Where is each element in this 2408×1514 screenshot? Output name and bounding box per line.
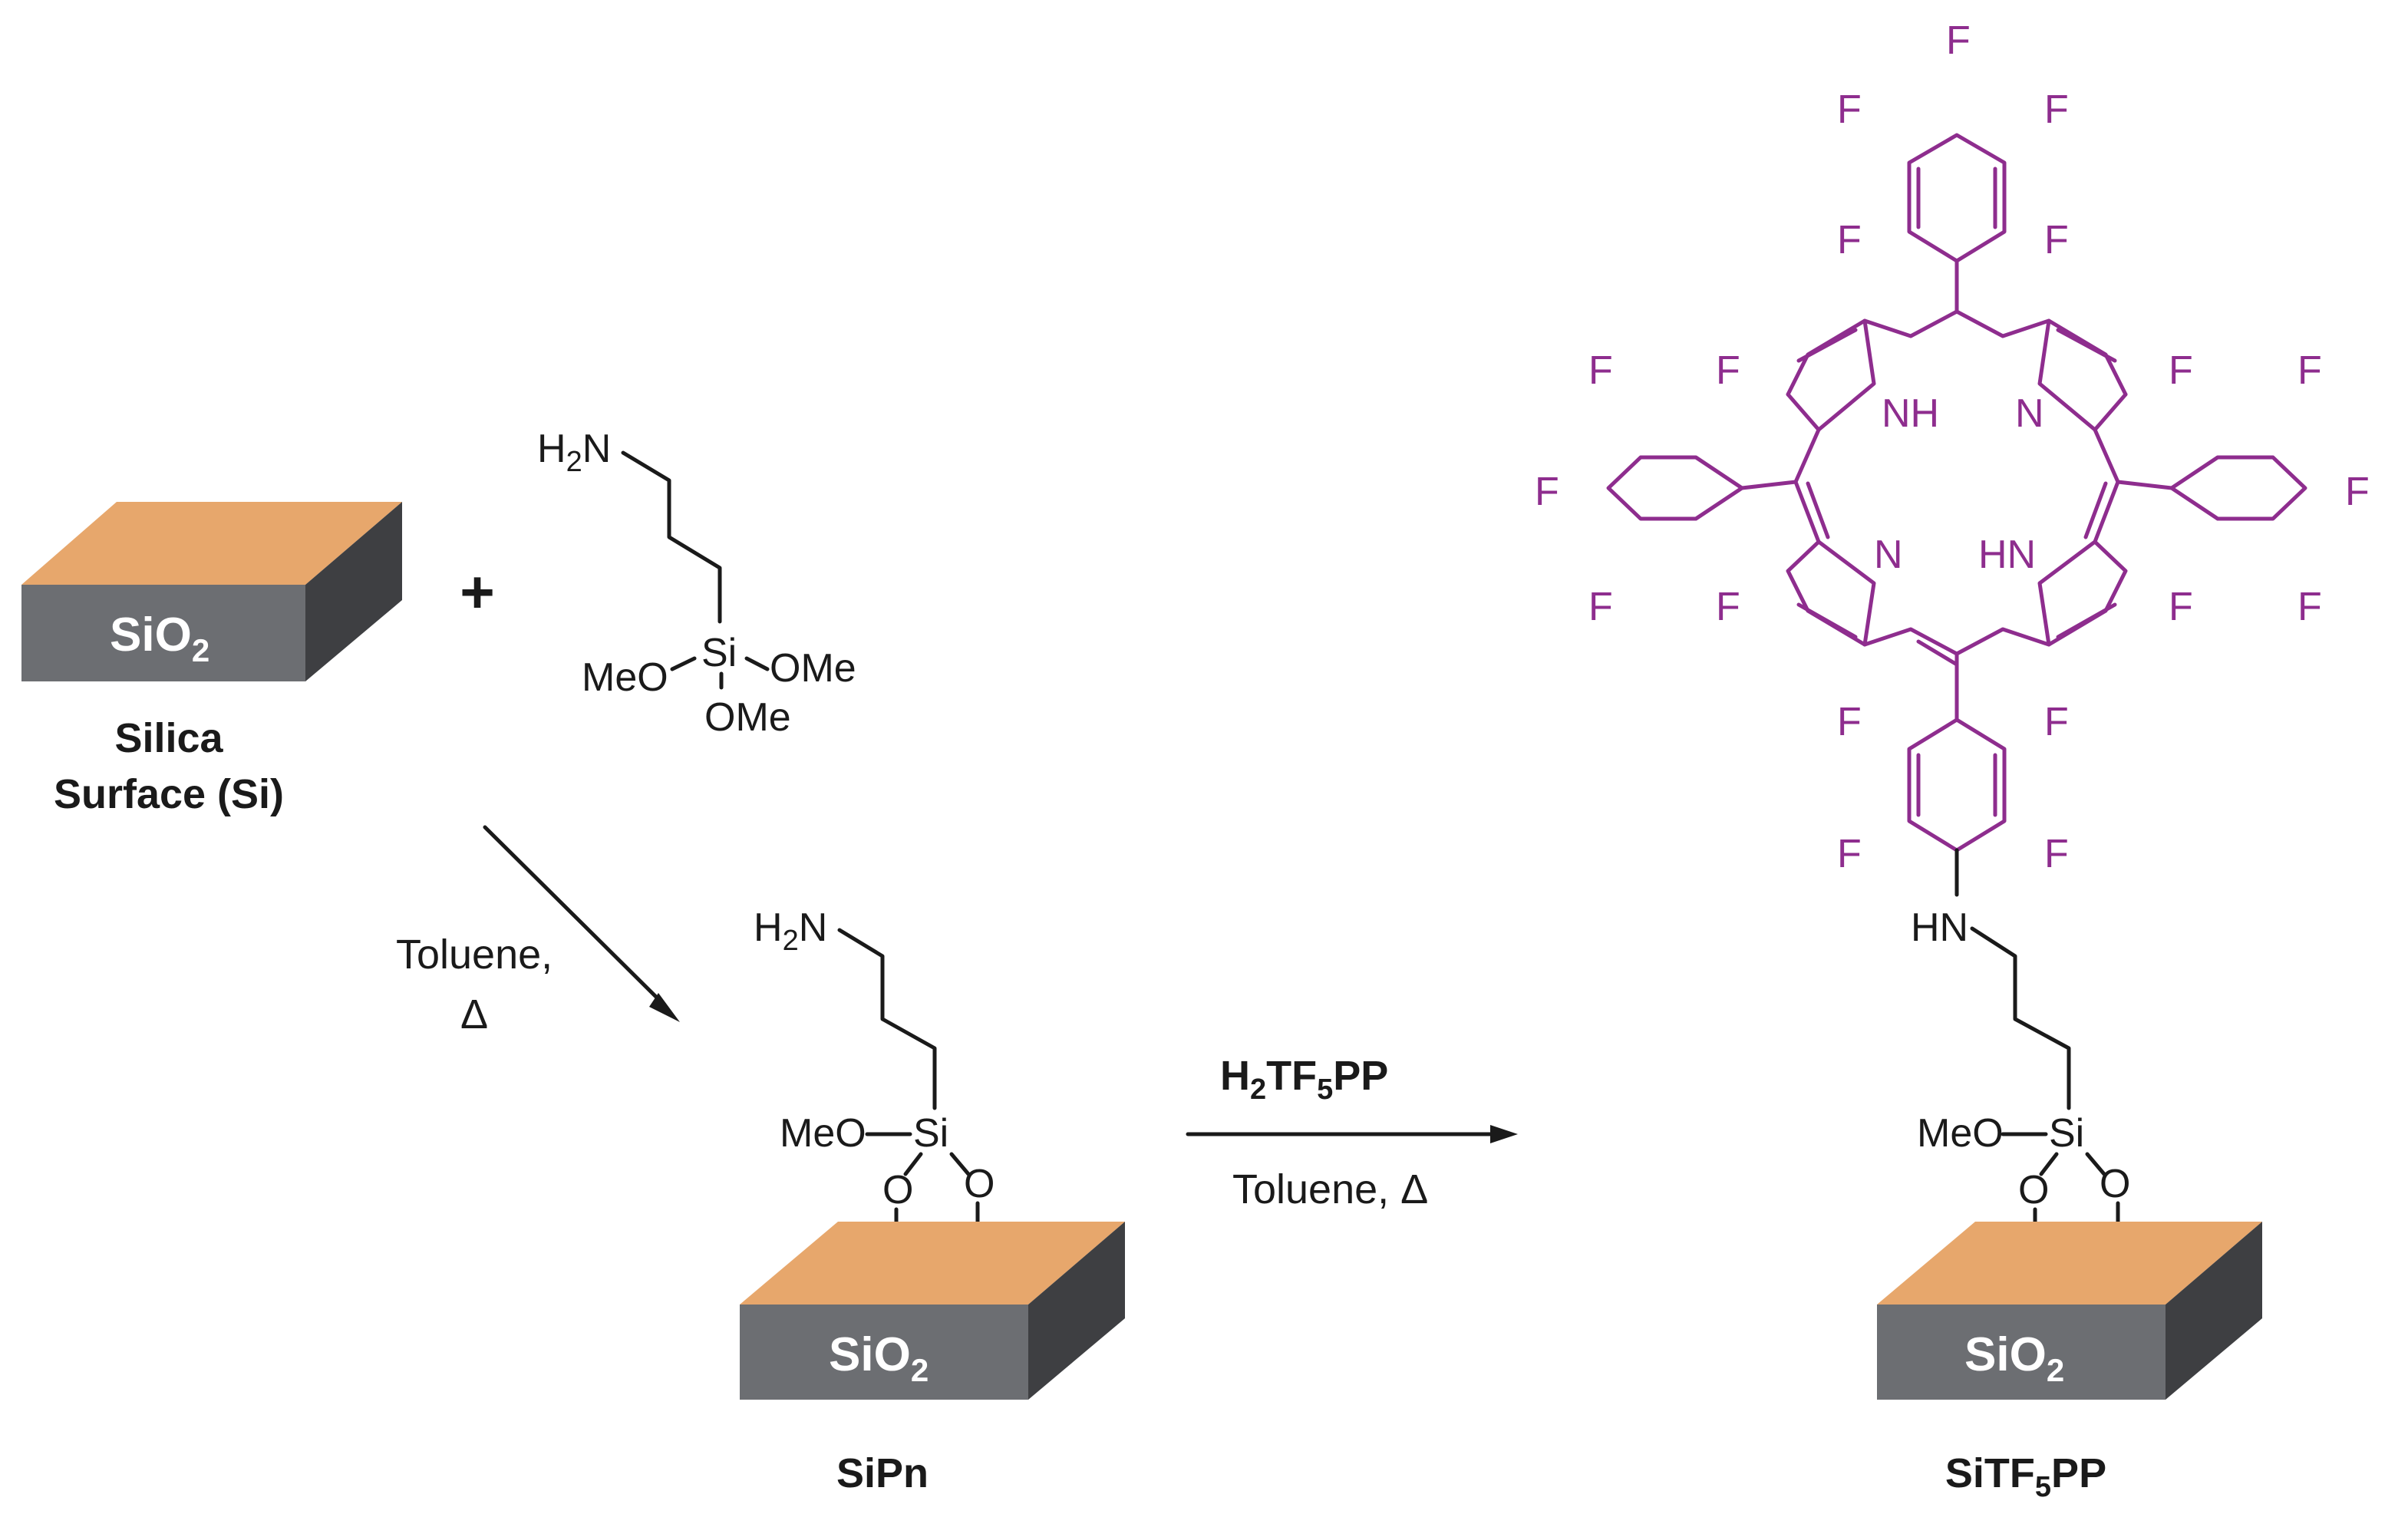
svg-text:F: F xyxy=(1837,218,1862,262)
aptms-ome-left: MeO xyxy=(582,655,668,700)
svg-text:O: O xyxy=(2018,1168,2049,1212)
aptms-si: Si xyxy=(701,631,737,675)
reaction-arrow-2 xyxy=(1186,1125,1518,1143)
sipn-label: SiPn xyxy=(836,1450,929,1496)
aptms-propyl-chain xyxy=(621,450,722,624)
product-slab: SiO2 xyxy=(1877,1222,2262,1400)
svg-text:F: F xyxy=(1588,585,1613,629)
product-si: Si xyxy=(2049,1111,2084,1156)
svg-text:F: F xyxy=(1588,348,1613,393)
step1-reagent: Toluene, xyxy=(396,932,553,978)
product-hn: HN xyxy=(1911,905,1968,950)
aptms-bond-o-left xyxy=(670,656,697,671)
sipn-si: Si xyxy=(913,1111,948,1156)
aptms-h2n: H2N xyxy=(537,427,611,478)
svg-text:F: F xyxy=(1837,700,1862,744)
product-slab-label: SiO2 xyxy=(1964,1328,2064,1388)
sipn-propyl-chain xyxy=(837,928,937,1110)
slab-top-face xyxy=(21,502,402,585)
svg-text:F: F xyxy=(2044,700,2069,744)
svg-text:F: F xyxy=(1716,348,1740,393)
sipn-bond-o2 xyxy=(949,1152,971,1176)
step1-condition: Δ xyxy=(460,991,488,1037)
sipn-slab-label: SiO2 xyxy=(829,1328,929,1388)
sipn-bond-o1 xyxy=(903,1152,923,1176)
sipn-h2n: H2N xyxy=(754,905,827,957)
svg-text:O: O xyxy=(2100,1162,2130,1206)
porphyrin-n-left: N xyxy=(1874,533,1903,577)
slab-side-face xyxy=(305,502,402,681)
plus-sign: + xyxy=(460,558,495,625)
svg-text:F: F xyxy=(2169,585,2193,629)
porphyrin-nh: NH xyxy=(1882,391,1939,436)
product-meo: MeO xyxy=(1917,1111,2004,1156)
sipn-o2: O xyxy=(964,1162,995,1206)
silica-slab: SiO2 xyxy=(21,502,402,681)
svg-text:F: F xyxy=(2044,218,2069,262)
svg-text:F: F xyxy=(1946,18,1971,63)
aptms-ome-bottom: OMe xyxy=(704,695,791,740)
svg-text:F: F xyxy=(1837,832,1862,876)
sipn-meo: MeO xyxy=(780,1111,866,1156)
svg-text:F: F xyxy=(2044,832,2069,876)
sipn-slab: SiO2 xyxy=(740,1222,1125,1400)
svg-text:F: F xyxy=(2345,470,2370,514)
svg-text:F: F xyxy=(1716,585,1740,629)
silica-label-line1: Silica xyxy=(114,715,223,761)
svg-text:F: F xyxy=(2297,348,2322,393)
aptms-ome-right: OMe xyxy=(770,646,856,691)
porphyrin-hn: HN xyxy=(1978,533,2036,577)
sipn-molecule: H2N MeO Si O O xyxy=(754,905,995,1258)
porphyrin: NH N N HN F F F F F F F F F F F F F F F xyxy=(1535,18,2370,876)
slab-front-face xyxy=(21,585,305,681)
svg-text:F: F xyxy=(2297,585,2322,629)
product-linker: HN MeO Si O O xyxy=(1911,848,2130,1258)
svg-text:F: F xyxy=(2044,87,2069,132)
slab-label: SiO2 xyxy=(110,609,209,668)
step2-reagent: H2TF5PP xyxy=(1220,1053,1388,1106)
product-label: SiTF5PP xyxy=(1945,1450,2106,1503)
porphyrin-n-right: N xyxy=(2015,391,2044,436)
aptms-molecule: H2N Si MeO OMe OMe xyxy=(537,427,856,740)
svg-text:F: F xyxy=(2169,348,2193,393)
sipn-o1: O xyxy=(882,1168,913,1212)
step2-condition: Toluene, Δ xyxy=(1232,1166,1428,1212)
aptms-bond-o-right xyxy=(744,656,770,671)
svg-text:F: F xyxy=(1535,470,1559,514)
reaction-arrow-1 xyxy=(483,825,680,1022)
svg-text:F: F xyxy=(1837,87,1862,132)
silica-label-line2: Surface (Si) xyxy=(54,771,284,817)
